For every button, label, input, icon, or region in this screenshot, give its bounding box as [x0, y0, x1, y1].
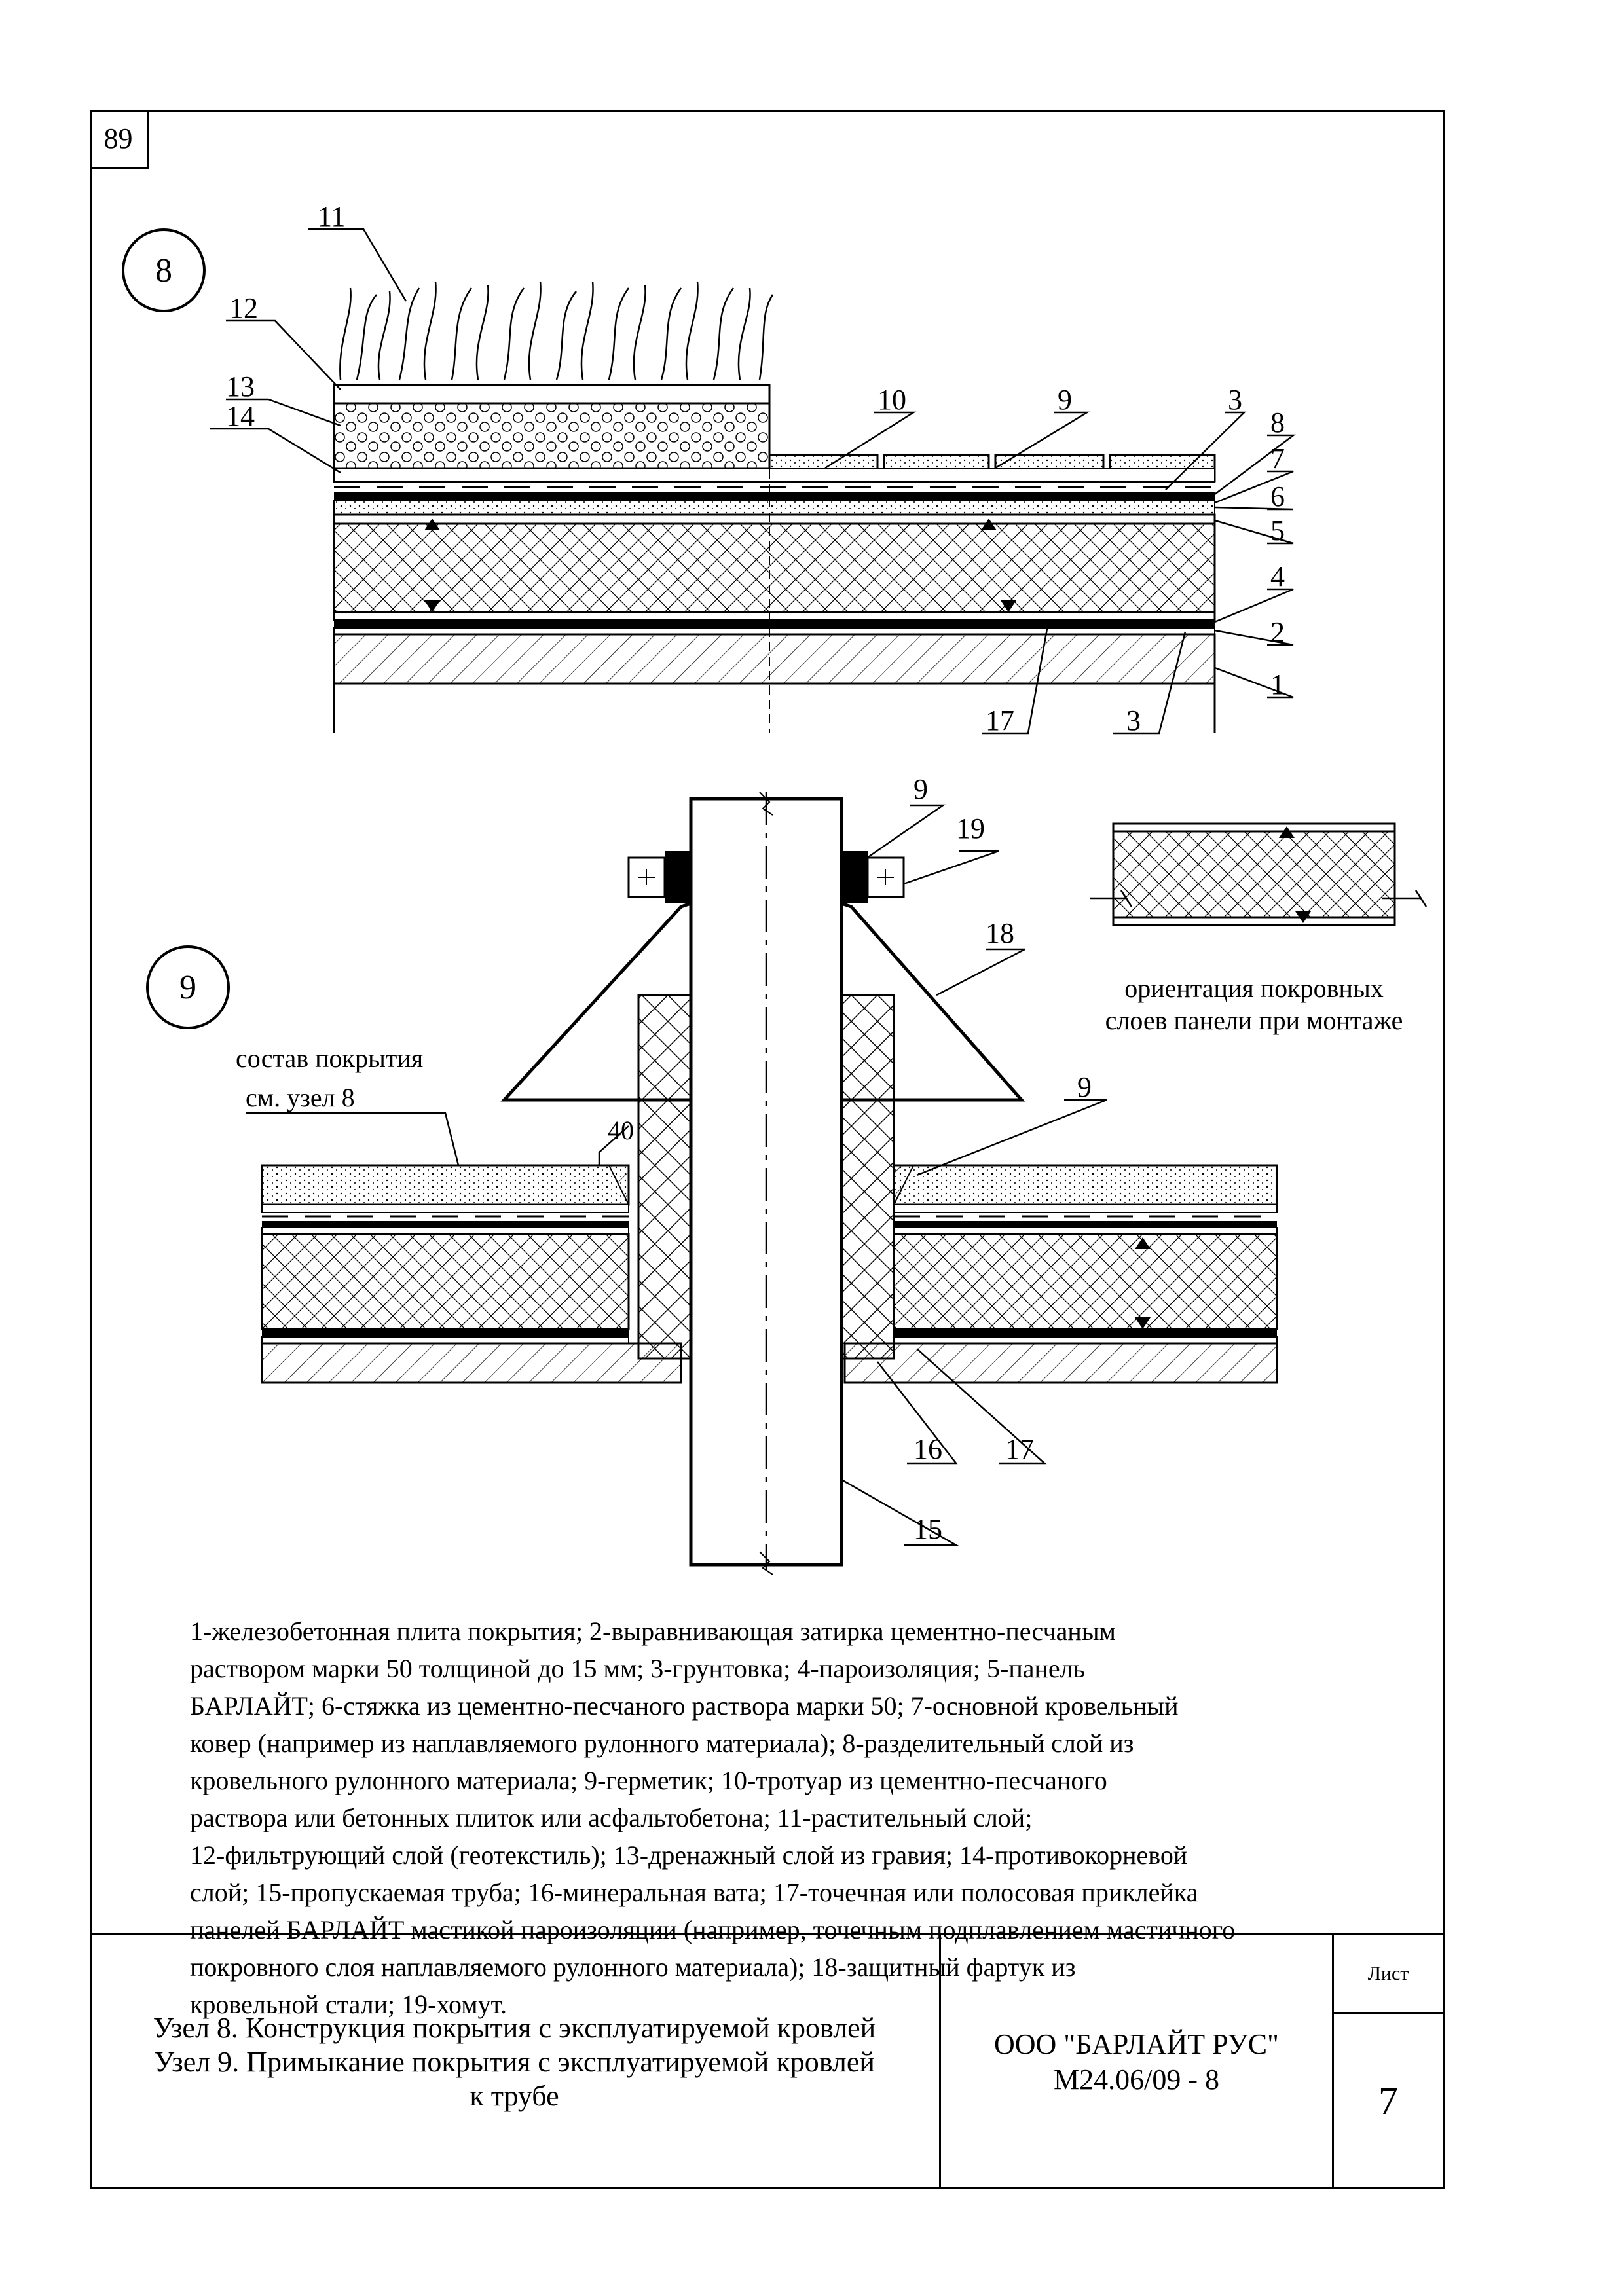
- composition-note-line2: см. узел 8: [246, 1083, 355, 1112]
- legend-line: слой; 15-пропускаемая труба; 16-минераль…: [190, 1878, 1198, 1907]
- node-8-marker: [122, 228, 206, 312]
- vegetation-layer: [339, 281, 774, 380]
- callout-3-bottom: 3: [1126, 704, 1141, 737]
- callout-4: 4: [1270, 560, 1285, 592]
- legend-line: 12-фильтрующий слой (геотекстиль); 13-др…: [190, 1840, 1188, 1870]
- title-line-3: к трубе: [470, 2079, 559, 2112]
- callout-10: 10: [877, 384, 906, 416]
- node-9-marker: [146, 945, 230, 1029]
- callout-14: 14: [226, 400, 255, 432]
- callout-1: 1: [1270, 668, 1285, 701]
- callout-13: 13: [226, 371, 255, 403]
- callout-5: 5: [1270, 515, 1285, 547]
- composition-note-line1: состав покрытия: [236, 1044, 423, 1073]
- orientation-note-line1: ориентация покровных: [1124, 974, 1384, 1003]
- legend-line: 1-железобетонная плита покрытия; 2-вырав…: [190, 1616, 1116, 1646]
- node-9-section: 9: [146, 773, 1278, 1575]
- orientation-detail: ориентация покровных слоев панели при мо…: [1090, 822, 1428, 1035]
- title-block-company: ООО "БАРЛАЙТ РУС" М24.06/09 - 8: [941, 1935, 1334, 2189]
- callout-18: 18: [986, 917, 1014, 949]
- drawing-frame: [90, 110, 1445, 2189]
- callout-17: 17: [986, 704, 1014, 737]
- orientation-note-line2: слоев панели при монтаже: [1105, 1006, 1403, 1035]
- title-block-sheet: Лист 7: [1334, 1935, 1443, 2189]
- title-block: Узел 8. Конструкция покрытия с эксплуати…: [90, 1933, 1445, 2189]
- title-block-title: Узел 8. Конструкция покрытия с эксплуати…: [90, 1935, 941, 2189]
- title-line-1: Узел 8. Конструкция покрытия с эксплуати…: [153, 2011, 876, 2044]
- callout-3-top: 3: [1228, 384, 1242, 416]
- callout-11: 11: [318, 200, 345, 232]
- callout-16: 16: [913, 1433, 942, 1465]
- node-8-id: 8: [155, 252, 172, 289]
- title-line-2: Узел 9. Примыкание покрытия с эксплуатир…: [154, 2045, 875, 2078]
- legend-line: ковер (например из наплавляемого рулонно…: [190, 1728, 1134, 1758]
- legend-line: покровного слоя наплавляемого рулонного …: [190, 1952, 1076, 1982]
- legend-line: панелей БАРЛАЙТ мастикой пароизоляции (н…: [190, 1915, 1236, 1944]
- node-9-id: 9: [179, 969, 196, 1006]
- legend: 1-железобетонная плита покрытия; 2-вырав…: [190, 1613, 1434, 2023]
- callout-12: 12: [229, 292, 258, 324]
- sheet-label: Лист: [1334, 1935, 1443, 2014]
- callout-8: 8: [1270, 407, 1285, 439]
- callout-9-top: 9: [913, 773, 928, 805]
- callout-9: 9: [1058, 384, 1072, 416]
- page-number: 89: [90, 110, 149, 169]
- legend-line: раствора или бетонных плиток или асфальт…: [190, 1803, 1033, 1832]
- sheet-number: 7: [1378, 2079, 1398, 2123]
- technical-drawing: 8: [122, 200, 1428, 1575]
- callout-15: 15: [913, 1513, 942, 1545]
- legend-line: БАРЛАЙТ; 6-стяжка из цементно-песчаного …: [190, 1691, 1179, 1721]
- document-code: М24.06/09 - 8: [1054, 2063, 1219, 2096]
- callout-17-node9: 17: [1005, 1433, 1034, 1465]
- callout-6: 6: [1270, 481, 1285, 513]
- legend-line: раствором марки 50 толщиной до 15 мм; 3-…: [190, 1654, 1085, 1683]
- node-8-section: 8: [122, 200, 1296, 737]
- callout-19: 19: [956, 812, 985, 845]
- callout-7: 7: [1270, 443, 1285, 475]
- legend-line: кровельного рулонного материала; 9-герме…: [190, 1766, 1107, 1795]
- callout-2: 2: [1270, 616, 1285, 648]
- callout-9-right: 9: [1077, 1071, 1092, 1103]
- legend-line: кровельной стали; 19-хомут.: [190, 1990, 507, 2019]
- company-name: ООО "БАРЛАЙТ РУС": [993, 2028, 1279, 2060]
